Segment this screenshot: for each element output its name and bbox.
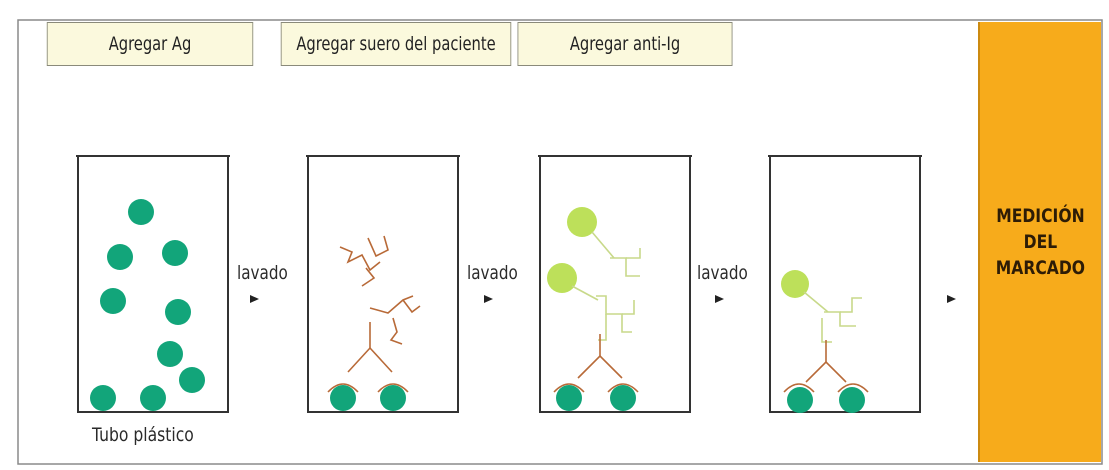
label-dot xyxy=(781,270,809,298)
antigen-group-tube-1 xyxy=(90,199,205,411)
step-header-label: Agregar anti-Ig xyxy=(569,33,681,55)
arrow-icon xyxy=(484,295,493,303)
antigen-dot xyxy=(610,385,636,411)
step-header-add-antigen: Agregar Ag xyxy=(46,22,254,66)
result-line: DEL xyxy=(1023,231,1058,253)
step-header-label: Agregar Ag xyxy=(108,33,192,55)
antigen-dot xyxy=(165,299,191,325)
arrow-icon xyxy=(715,295,724,303)
diagram-border xyxy=(17,19,1103,465)
bound-complex-tube-2 xyxy=(327,322,409,411)
step-header-label: Agregar suero del paciente xyxy=(296,33,496,55)
label-dot xyxy=(547,263,577,293)
antigen-dot xyxy=(100,288,126,314)
tube-caption: Tubo plástico xyxy=(92,424,194,446)
antigen-dot xyxy=(128,199,154,225)
tube-4 xyxy=(768,155,922,413)
antigen-dot xyxy=(179,367,205,393)
antigen-dot xyxy=(380,385,406,411)
antigen-dot xyxy=(556,385,582,411)
antigen-dot xyxy=(157,341,183,367)
tube-3 xyxy=(538,155,692,413)
antigen-dot xyxy=(839,387,865,413)
tube-2 xyxy=(306,155,460,413)
wash-label: lavado xyxy=(237,262,288,284)
arrow-icon xyxy=(250,295,259,303)
arrow-icon xyxy=(947,295,956,303)
label-dot xyxy=(567,207,597,237)
result-title: MEDICIÓN DEL MARCADO xyxy=(996,203,1085,281)
antigen-dot xyxy=(90,385,116,411)
antigen-dot xyxy=(787,387,813,413)
step-header-add-serum: Agregar suero del paciente xyxy=(280,22,512,66)
labeled-complex-tube-3 xyxy=(547,207,641,411)
result-panel: MEDICIÓN DEL MARCADO xyxy=(978,22,1101,462)
tube-1 xyxy=(76,155,230,413)
antigen-dot xyxy=(330,385,356,411)
antigen-dot xyxy=(162,240,188,266)
result-line: MARCADO xyxy=(995,257,1086,279)
free-antibodies-tube-2 xyxy=(339,235,421,345)
step-header-add-anti-ig: Agregar anti-Ig xyxy=(517,22,733,66)
antigen-dot xyxy=(107,244,133,270)
labeled-complex-tube-4 xyxy=(781,270,869,413)
result-line: MEDICIÓN xyxy=(996,205,1085,227)
wash-label: lavado xyxy=(697,262,748,284)
wash-label: lavado xyxy=(467,262,518,284)
antigen-dot xyxy=(140,385,166,411)
